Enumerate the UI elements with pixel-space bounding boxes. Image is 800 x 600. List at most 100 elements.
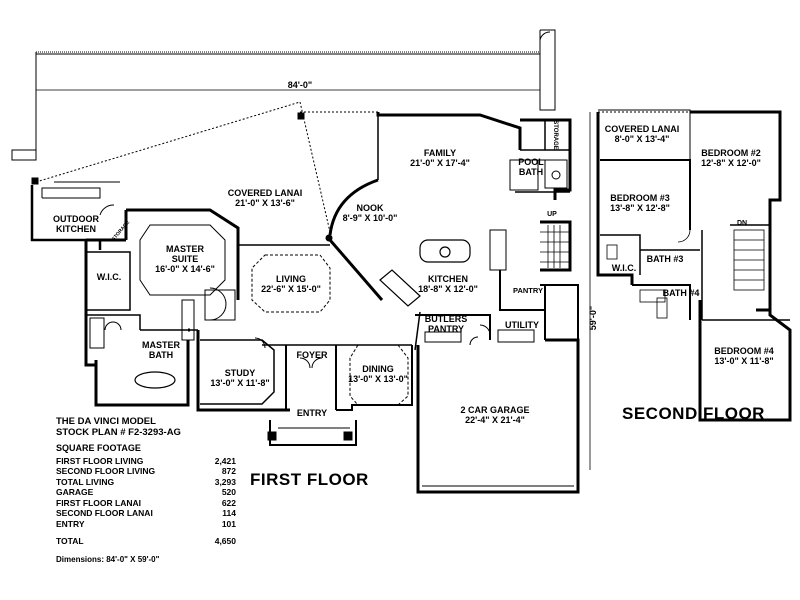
stair-dn-label: DN bbox=[736, 220, 748, 227]
room-name-line2: BATH bbox=[518, 167, 544, 177]
square-footage-table: THE DA VINCI MODEL STOCK PLAN # F2-3293-… bbox=[56, 416, 236, 565]
overall-dimensions: Dimensions: 84'-0" X 59'-0" bbox=[56, 554, 160, 564]
room-name: BEDROOM #3 bbox=[610, 193, 670, 203]
room-label-study: STUDY 13'-0" X 11'-8" bbox=[200, 368, 280, 388]
room-name: 2 CAR GARAGE bbox=[460, 405, 530, 415]
room-label-butlers-pantry: BUTLERS PANTRY bbox=[420, 314, 472, 334]
room-label-storage: STORAGE bbox=[552, 120, 558, 150]
room-size: 13'-0" X 11'-8" bbox=[210, 378, 270, 388]
sqft-label: TOTAL LIVING bbox=[56, 476, 115, 487]
room-name-line2: SUITE bbox=[171, 254, 199, 264]
room-size: 18'-8" X 12'-0" bbox=[418, 284, 478, 294]
room-label-foyer: FOYER bbox=[296, 350, 328, 360]
stair-up-label: UP bbox=[547, 211, 557, 218]
sqft-total-label: TOTAL bbox=[56, 536, 84, 546]
room-name-line1: OUTDOOR bbox=[53, 214, 99, 224]
room-label-pantry: PANTRY bbox=[513, 286, 543, 295]
room-size: 16'-0" X 14'-6" bbox=[155, 264, 215, 274]
room-name: BEDROOM #2 bbox=[701, 148, 761, 158]
room-label-bedroom-3: BEDROOM #3 13'-8" X 12'-8" bbox=[600, 193, 680, 213]
sqft-label: FIRST FLOOR LIVING bbox=[56, 455, 144, 466]
room-size: 13'-0" X 13'-0" bbox=[348, 374, 408, 384]
sqft-value: 520 bbox=[221, 487, 236, 497]
lanai-post bbox=[31, 177, 39, 185]
room-name: LIVING bbox=[275, 274, 306, 284]
room-name: FAMILY bbox=[423, 148, 457, 158]
room-label-nook: NOOK 8'-9" X 10'-0" bbox=[338, 203, 402, 223]
room-label-outdoor-kitchen: OUTDOOR KITCHEN bbox=[50, 214, 102, 234]
lanai-post bbox=[297, 112, 305, 120]
square-footage-heading: SQUARE FOOTAGE bbox=[56, 443, 141, 453]
room-label-covered-lanai: COVERED LANAI 21'-0" X 13'-6" bbox=[225, 188, 305, 208]
room-label-garage: 2 CAR GARAGE 22'-4" X 21'-4" bbox=[448, 405, 542, 425]
room-size: 21'-0" X 13'-6" bbox=[235, 198, 295, 208]
sqft-label: GARAGE bbox=[56, 487, 94, 497]
sqft-total-value: 4,650 bbox=[214, 536, 236, 546]
room-name-line2: BATH bbox=[148, 350, 174, 360]
room-size: 13'-0" X 11'-8" bbox=[714, 356, 774, 366]
room-label-bedroom-4: BEDROOM #4 13'-0" X 11'-8" bbox=[706, 346, 782, 366]
room-name: NOOK bbox=[356, 203, 384, 213]
room-label-pool-bath: POOL BATH bbox=[516, 157, 546, 177]
room-name-line1: BUTLERS bbox=[424, 314, 468, 324]
first-floor-walls bbox=[84, 112, 580, 494]
master-tray-ceiling bbox=[139, 224, 226, 296]
room-name-line2: PANTRY bbox=[428, 324, 464, 334]
room-label-second-covered-lanai: COVERED LANAI 8'-0" X 13'-4" bbox=[600, 124, 684, 144]
room-size: 13'-8" X 12'-8" bbox=[610, 203, 670, 213]
sqft-value: 872 bbox=[221, 466, 236, 476]
room-name-line1: POOL bbox=[518, 157, 544, 167]
room-size: 8'-9" X 10'-0" bbox=[342, 213, 398, 223]
room-name: KITCHEN bbox=[428, 274, 468, 284]
room-name: COVERED LANAI bbox=[227, 188, 303, 198]
sqft-total-row: TOTAL 4,650 bbox=[56, 536, 236, 547]
room-label-second-wic: W.I.C. bbox=[611, 263, 637, 273]
second-floor-title: SECOND FLOOR bbox=[622, 404, 765, 423]
room-label-family: FAMILY 21'-0" X 17'-4" bbox=[410, 148, 470, 168]
room-label-bath-3: BATH #3 bbox=[646, 254, 684, 264]
sqft-value: 3,293 bbox=[214, 476, 236, 487]
first-floor-title: FIRST FLOOR bbox=[250, 470, 369, 489]
sqft-label: ENTRY bbox=[56, 518, 85, 529]
stock-plan-number: STOCK PLAN # F2-3293-AG bbox=[56, 427, 181, 438]
sqft-row: SECOND FLOOR LANAI 114 bbox=[56, 508, 236, 519]
room-name: COVERED LANAI bbox=[604, 124, 680, 134]
sqft-row: ENTRY 101 bbox=[56, 519, 236, 530]
second-floor-details bbox=[606, 229, 765, 319]
dining-tray-ceiling bbox=[349, 344, 409, 406]
room-size: 12'-8" X 12'-0" bbox=[701, 158, 761, 168]
dimension-depth-label: 59'-0" bbox=[588, 305, 598, 331]
second-floor-walls bbox=[596, 109, 792, 422]
room-label-master-bath: MASTER BATH bbox=[136, 340, 186, 360]
sqft-label: SECOND FLOOR LIVING bbox=[56, 466, 156, 476]
room-label-utility: UTILITY bbox=[505, 320, 539, 330]
sqft-row: SECOND FLOOR LIVING 872 bbox=[56, 466, 236, 477]
room-name-line1: MASTER bbox=[142, 340, 180, 350]
room-size: 22'-6" X 15'-0" bbox=[261, 284, 321, 294]
room-label-bath-4: BATH #4 bbox=[662, 288, 700, 298]
room-label-living: LIVING 22'-6" X 15'-0" bbox=[252, 274, 330, 294]
room-label-master-suite: MASTER SUITE 16'-0" X 14'-6" bbox=[150, 244, 220, 274]
dimension-width-label: 84'-0" bbox=[287, 80, 313, 90]
room-label-wic: W.I.C. bbox=[96, 272, 122, 282]
room-size: 21'-0" X 17'-4" bbox=[410, 158, 470, 168]
room-name: STUDY bbox=[224, 368, 256, 378]
outdoor-kitchen-walls bbox=[30, 185, 115, 250]
sqft-label: SECOND FLOOR LANAI bbox=[56, 508, 153, 518]
sqft-value: 622 bbox=[221, 497, 236, 508]
sqft-value: 101 bbox=[221, 518, 236, 529]
room-size: 8'-0" X 13'-4" bbox=[614, 134, 670, 144]
sqft-value: 114 bbox=[222, 508, 236, 518]
room-name-line1: MASTER bbox=[166, 244, 204, 254]
covered-lanai-outline bbox=[11, 29, 556, 233]
room-label-entry: ENTRY bbox=[296, 408, 328, 418]
room-name: DINING bbox=[362, 364, 394, 374]
room-label-kitchen: KITCHEN 18'-8" X 12'-0" bbox=[410, 274, 486, 294]
room-name-line2: KITCHEN bbox=[56, 224, 96, 234]
first-floor-stair bbox=[540, 225, 570, 268]
room-size: 22'-4" X 21'-4" bbox=[465, 415, 525, 425]
sqft-value: 2,421 bbox=[214, 455, 236, 466]
living-tray-ceiling bbox=[251, 254, 331, 313]
